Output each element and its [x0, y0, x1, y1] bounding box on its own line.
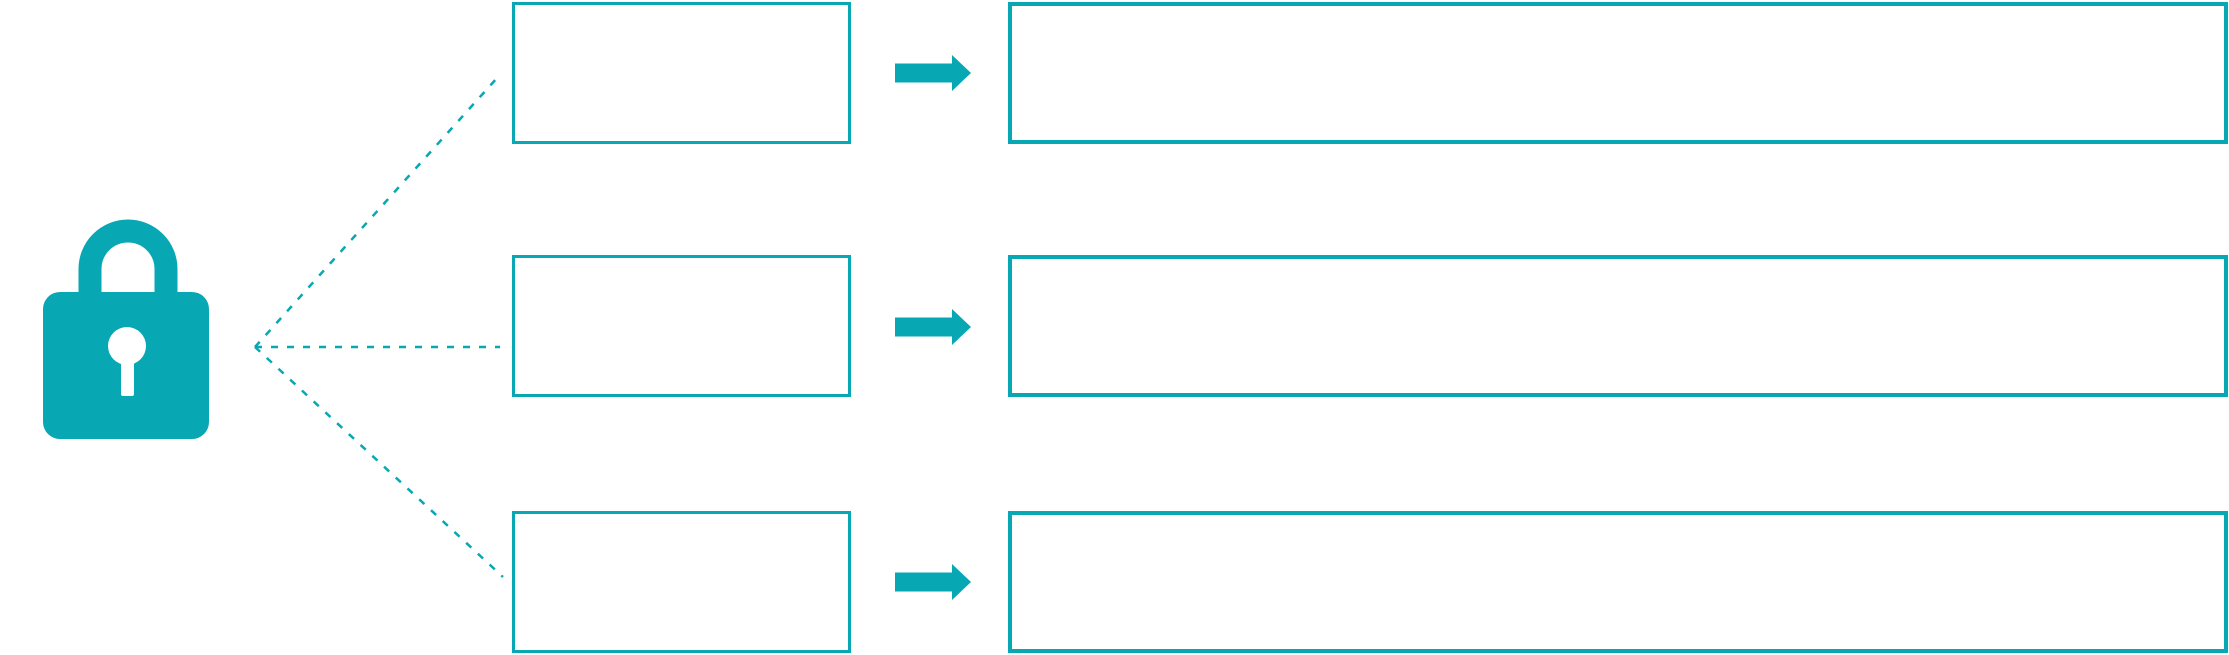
dashed-connector-lines	[254, 77, 504, 578]
keyhole-circle	[108, 327, 146, 365]
large-box	[1008, 255, 2228, 397]
connector-line-top	[254, 77, 498, 348]
padlock-icon	[43, 219, 209, 439]
keyhole-stem	[121, 352, 134, 396]
large-box	[1008, 511, 2228, 653]
small-box	[512, 511, 851, 653]
small-box	[512, 2, 851, 144]
arrow-right-icon	[895, 564, 971, 600]
connector-line-bottom	[254, 346, 504, 578]
large-box	[1008, 2, 2228, 144]
small-box	[512, 255, 851, 397]
arrow-right-icon	[895, 309, 971, 345]
arrow-right-icon	[895, 55, 971, 91]
